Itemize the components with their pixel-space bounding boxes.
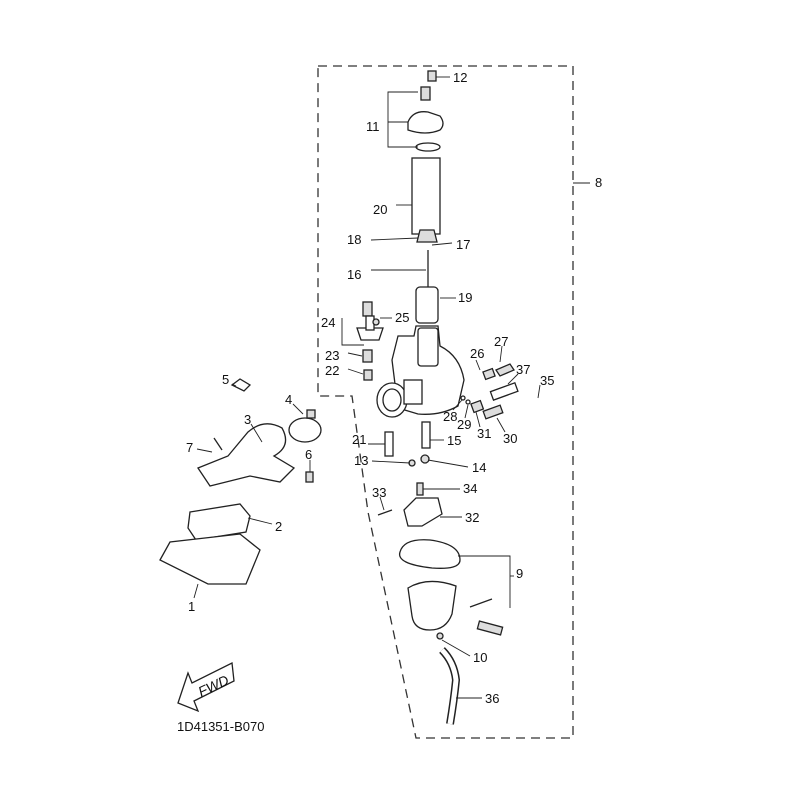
callout-5: 5 — [222, 372, 229, 387]
callout-37: 37 — [516, 362, 530, 377]
callout-3: 3 — [244, 412, 251, 427]
callout-10: 10 — [473, 650, 487, 665]
callout-13: 13 — [354, 453, 368, 468]
callout-32: 32 — [465, 510, 479, 525]
callout-22: 22 — [325, 363, 339, 378]
callout-4: 4 — [285, 392, 292, 407]
callout-7: 7 — [186, 440, 193, 455]
callout-30: 30 — [503, 431, 517, 446]
callout-24: 24 — [321, 315, 335, 330]
callout-19: 19 — [458, 290, 472, 305]
callout-15: 15 — [447, 433, 461, 448]
diagram-part-code: 1D41351-B070 — [177, 719, 264, 734]
callout-12: 12 — [453, 70, 467, 85]
callout-16: 16 — [347, 267, 361, 282]
callout-9: 9 — [516, 566, 523, 581]
callout-numbers: 12 11 20 18 17 16 19 24 25 23 22 26 27 3… — [186, 70, 602, 706]
callout-31: 31 — [477, 426, 491, 441]
callout-33: 33 — [372, 485, 386, 500]
callout-27: 27 — [494, 334, 508, 349]
carburetor-assembly-boundary — [317, 65, 574, 739]
callout-17: 17 — [456, 237, 470, 252]
callout-26: 26 — [470, 346, 484, 361]
intake-manifold-group — [159, 378, 322, 585]
carburetor-body — [376, 325, 465, 418]
svg-text:FWD: FWD — [196, 672, 232, 700]
leader-lines — [193, 76, 541, 699]
callout-14: 14 — [472, 460, 486, 475]
callout-21: 21 — [352, 432, 366, 447]
forward-direction-arrow: FWD — [177, 662, 235, 713]
callout-25: 25 — [395, 310, 409, 325]
callout-20: 20 — [373, 202, 387, 217]
callout-36: 36 — [485, 691, 499, 706]
callout-18: 18 — [347, 232, 361, 247]
callout-29: 29 — [457, 417, 471, 432]
callout-28: 28 — [443, 409, 457, 424]
callout-11: 11 — [366, 119, 380, 134]
callout-1: 1 — [188, 599, 195, 614]
callout-6: 6 — [305, 447, 312, 462]
throttle-cap-group — [407, 70, 444, 324]
callout-23: 23 — [325, 348, 339, 363]
callout-2: 2 — [275, 519, 282, 534]
callout-8: 8 — [595, 175, 602, 190]
callout-35: 35 — [540, 373, 554, 388]
callout-34: 34 — [463, 481, 477, 496]
